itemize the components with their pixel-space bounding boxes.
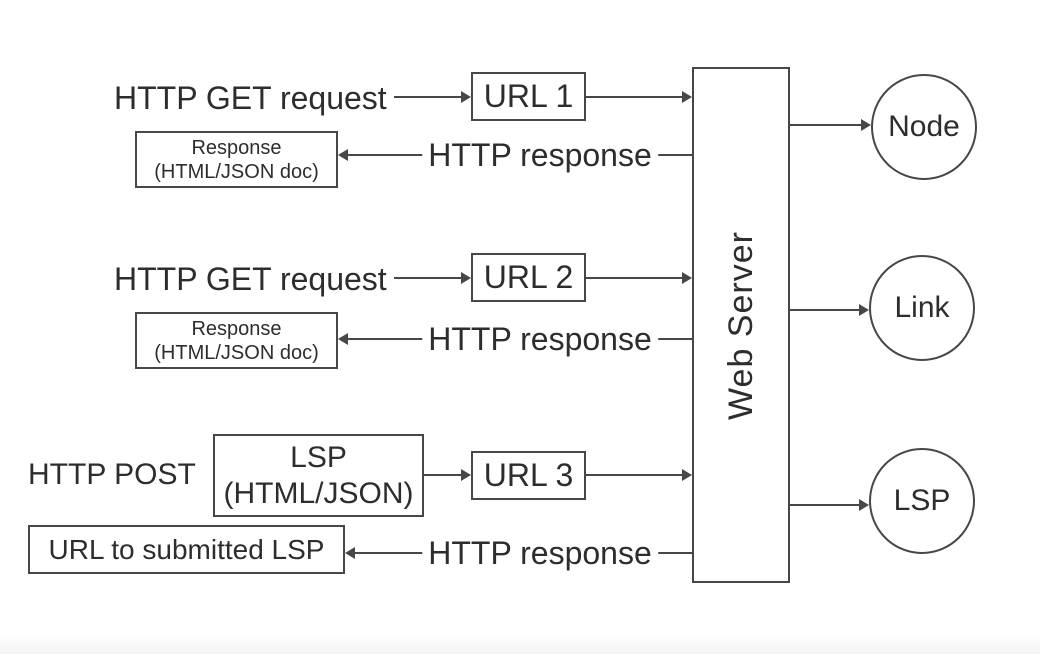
node-circle: Node xyxy=(871,74,977,180)
response-box-2-line2: (HTML/JSON doc) xyxy=(154,341,319,364)
response-box-1-line1: Response xyxy=(191,136,282,159)
http-post-label: HTTP POST xyxy=(28,458,196,491)
node-circle-label: Node xyxy=(888,110,960,143)
http-response-label-3: HTTP response xyxy=(422,537,658,569)
response-box-1: Response (HTML/JSON doc) xyxy=(135,131,338,188)
arrow-get1-to-url1 xyxy=(394,91,471,103)
arrow-server-to-node xyxy=(790,119,871,131)
response-box-2-line1: Response xyxy=(191,317,282,340)
url-2-box: URL 2 xyxy=(471,253,586,302)
link-circle: Link xyxy=(869,255,975,361)
response-box-2: Response (HTML/JSON doc) xyxy=(135,312,338,369)
arrow-get2-to-url2 xyxy=(394,272,471,284)
arrow-url1-to-server xyxy=(586,91,692,103)
lsp-payload-box-line1: LSP xyxy=(290,440,347,474)
url-1-box-label: URL 1 xyxy=(483,78,574,114)
lsp-payload-box-line2: (HTML/JSON) xyxy=(223,476,414,510)
arrow-server-to-lsp xyxy=(790,499,869,511)
http-get-request-label-2: HTTP GET request xyxy=(114,261,387,297)
arrow-url2-to-server xyxy=(586,272,692,284)
url-2-box-label: URL 2 xyxy=(483,259,574,295)
arrow-lsp-to-url3 xyxy=(424,469,471,481)
url-3-box: URL 3 xyxy=(471,451,586,500)
response-box-1-line2: (HTML/JSON doc) xyxy=(154,160,319,183)
url-to-submitted-lsp-box: URL to submitted LSP xyxy=(28,525,345,574)
http-get-request-label-1: HTTP GET request xyxy=(114,80,387,116)
arrow-url3-to-server xyxy=(586,469,692,481)
lsp-payload-box: LSP (HTML/JSON) xyxy=(213,434,424,517)
http-response-label-1: HTTP response xyxy=(422,139,658,171)
web-server-box: Web Server xyxy=(692,67,790,583)
arrow-server-to-link xyxy=(790,304,869,316)
lsp-circle: LSP xyxy=(869,448,975,554)
url-3-box-label: URL 3 xyxy=(483,457,574,493)
url-1-box: URL 1 xyxy=(471,72,586,121)
link-circle-label: Link xyxy=(894,291,950,324)
lsp-circle-label: LSP xyxy=(893,484,951,517)
http-response-label-2: HTTP response xyxy=(422,323,658,355)
web-server-label: Web Server xyxy=(721,230,760,420)
url-to-submitted-lsp-label: URL to submitted LSP xyxy=(48,533,325,565)
